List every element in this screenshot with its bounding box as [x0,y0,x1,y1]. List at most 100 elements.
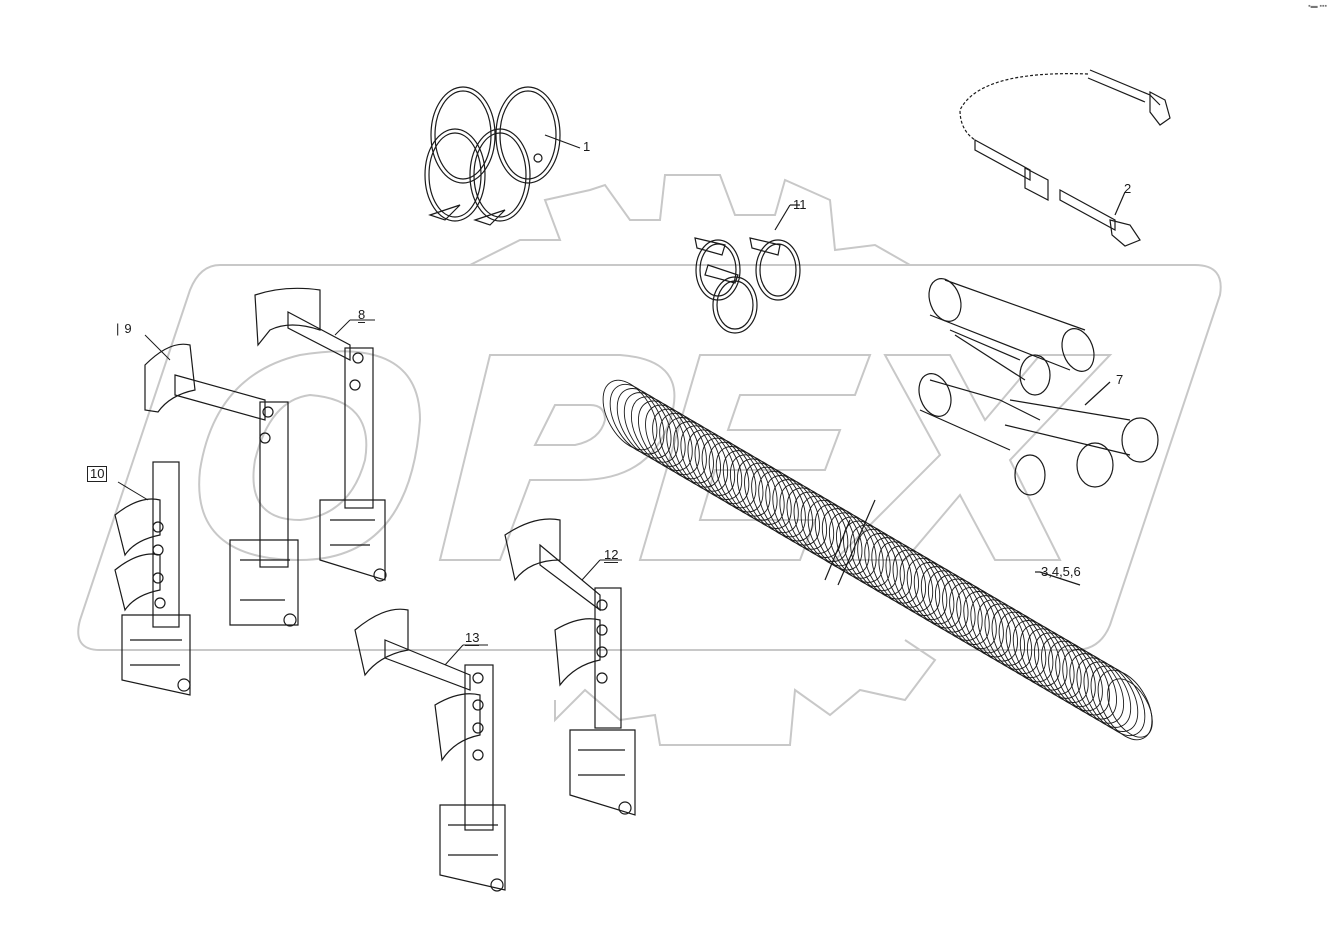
hose-ring [949,582,1004,654]
part-1-hose-clamps [424,86,581,226]
hose-ring [694,433,750,505]
callout-13: 13 [465,630,480,646]
hose-ring [1062,649,1118,720]
hose-ring [1083,661,1139,732]
hose-ring [998,611,1054,683]
watermark-letter-e [638,354,872,561]
hose-ring [1026,628,1082,699]
hose-ring [956,586,1011,658]
hose-ring [807,499,863,571]
hose-ring [1033,632,1089,703]
hose-ring [927,570,983,641]
callout-12: 12 [604,547,619,563]
hose-ring [722,450,778,521]
hose-ring [1090,665,1146,737]
hose-ring [899,553,955,625]
hose-ring [934,574,990,645]
callout-2: 2 [1124,181,1132,196]
hose-ring [729,454,785,525]
hose-ring [616,388,672,459]
part-12-bracket [504,518,636,816]
hose-ring [828,512,884,583]
part-7-sleeves [918,278,1159,496]
hose-ring [609,383,665,455]
watermark-letter-x [832,354,1113,561]
callout-7: 7 [1116,372,1124,387]
hose-ring [623,392,679,463]
hose-ring [871,537,927,608]
hose-ring [821,508,877,579]
leader-lines [117,319,622,666]
hose-ring [1005,615,1061,687]
hose-ring [913,562,969,633]
hose-ring [850,524,905,596]
hose-ring [920,566,976,637]
hose-ring [835,516,891,587]
hose-ring [977,599,1033,670]
hose-ring [1019,624,1075,695]
hose-ring [1012,620,1068,691]
hose-ring [751,466,806,538]
hose-ring [984,603,1040,674]
hose-ring [970,595,1026,666]
hose-ring [1076,657,1132,728]
hose-ring [857,528,912,600]
part-8-bracket [254,287,387,582]
callout-3-4-5-6: 3,4,5,6 [1041,564,1081,579]
corner-mark: ▪▬ ▪▪▪ [1308,3,1327,10]
hose-ring [637,400,693,471]
hose-ring [963,591,1019,662]
watermark-logo [77,174,1222,746]
hose-ring [1097,669,1153,741]
hose-ring [680,425,736,496]
hose-ring [602,379,658,451]
hose-ring [758,470,813,542]
hose-ring [843,520,898,592]
part-2-strap [959,69,1171,247]
watermark-letter-p [438,354,676,561]
callout-9-text: 9 [124,321,132,336]
hose-ring [715,446,771,517]
watermark-gear [469,174,937,746]
hose-ring [1055,644,1110,716]
callout-1: 1 [583,139,591,154]
hose-break-mark [824,499,1081,586]
hose-ring [892,549,948,621]
hose-ring [708,441,764,513]
hose-ring [666,417,722,488]
callout-10: 10 [87,466,108,482]
hose-ring [885,545,941,616]
hose-ring [765,475,821,546]
hose-ring [793,491,849,563]
hose-ring [786,487,842,558]
hose-ring [878,541,934,612]
hose-ring [1048,640,1103,712]
hose-ring [687,429,743,500]
hose-end-inner [1107,678,1153,738]
hose-ring [659,412,714,484]
watermark-letter-o [198,350,422,562]
hose-ring [744,462,799,534]
hose-ring [942,578,997,650]
hose-ring [1069,653,1125,724]
part-3-6-corrugated-hose [602,379,1153,741]
hose-ring [701,437,757,509]
hose-ring [772,479,828,550]
callout-8: 8 [358,307,366,323]
hose-ring [779,483,835,554]
part-11-clips [694,204,801,334]
hose-ring [736,458,792,529]
part-10-bracket [114,461,191,696]
hose-ring [864,533,920,604]
hose-ring [673,421,729,492]
hose-ring [814,504,870,575]
hose-ring [906,557,962,629]
hose-ring [652,408,707,480]
hose-ring [630,396,686,467]
hose-ring [991,607,1047,679]
callout-11: 11 [793,197,807,212]
part-13-bracket [354,608,506,892]
callout-9: |9 [116,321,132,336]
hose-ring [645,404,700,476]
